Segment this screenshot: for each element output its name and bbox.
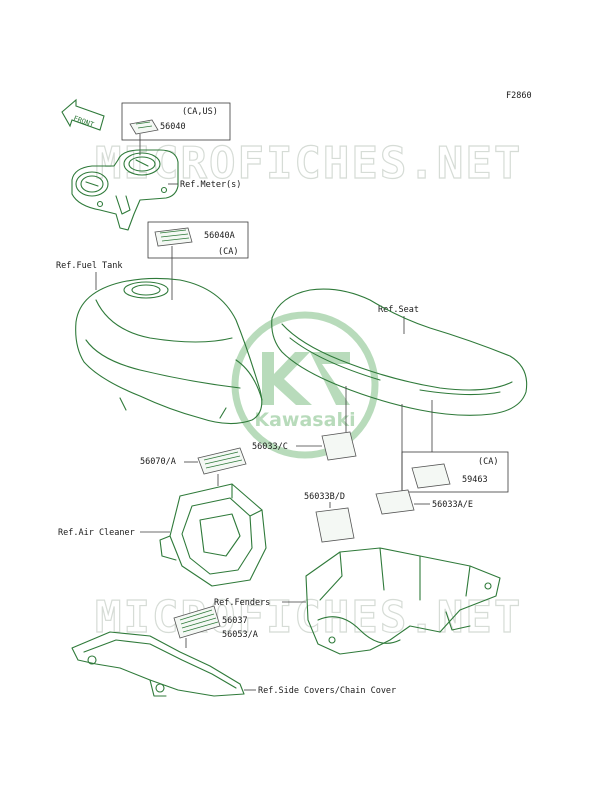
label-ca-2: (CA) xyxy=(478,457,498,467)
label-56053a: 56053/A xyxy=(222,630,258,640)
decal-56040a xyxy=(154,227,193,247)
meter-assembly xyxy=(71,149,179,231)
logo-stripe-mark xyxy=(310,352,350,405)
air-cleaner xyxy=(159,483,267,587)
label-ref-fuel-tank: Ref.Fuel Tank xyxy=(56,261,123,271)
watermark-top: MICROFICHES.NET xyxy=(95,138,522,189)
label-56070a: 56070/A xyxy=(140,457,176,467)
front-arrow-icon: FRONT xyxy=(61,98,105,131)
decal-56033bd xyxy=(315,507,355,543)
decal-56033c xyxy=(321,431,357,461)
logo-ring xyxy=(231,311,379,459)
kawasaki-logo: Kawasaki xyxy=(231,311,379,459)
label-56033ae: 56033A/E xyxy=(432,500,473,510)
logo-text: Kawasaki xyxy=(254,409,355,431)
label-ref-fenders: Ref.Fenders xyxy=(214,598,270,608)
callout-box-56040a xyxy=(147,221,249,259)
decal-56070a xyxy=(197,447,247,475)
label-ref-air-cleaner: Ref.Air Cleaner xyxy=(58,528,135,538)
label-ref-side-covers: Ref.Side Covers/Chain Cover xyxy=(258,686,396,696)
fuel-tank xyxy=(75,277,263,425)
label-ca-us: (CA,US) xyxy=(182,107,218,117)
label-59463: 59463 xyxy=(462,475,488,485)
chain-cover xyxy=(71,631,245,697)
seat xyxy=(271,288,528,416)
label-56033c: 56033/C xyxy=(252,442,288,452)
fenders xyxy=(305,547,501,655)
label-ref-seat: Ref.Seat xyxy=(378,305,419,315)
decal-56040 xyxy=(129,119,159,135)
logo-k-mark xyxy=(262,352,312,405)
watermark-bottom: MICROFICHES.NET xyxy=(95,592,522,643)
label-56040: 56040 xyxy=(160,122,186,132)
label-56033bd: 56033B/D xyxy=(304,492,345,502)
callout-box-56040 xyxy=(121,102,231,141)
decal-56033ae xyxy=(375,489,415,515)
figure-code: F2860 xyxy=(506,91,532,101)
label-ref-meter: Ref.Meter(s) xyxy=(180,180,241,190)
decal-59463 xyxy=(411,463,451,489)
label-56040a: 56040A xyxy=(204,231,235,241)
label-ca-1: (CA) xyxy=(218,247,238,257)
label-56037: 56037 xyxy=(222,616,248,626)
decal-56037 xyxy=(173,605,221,639)
